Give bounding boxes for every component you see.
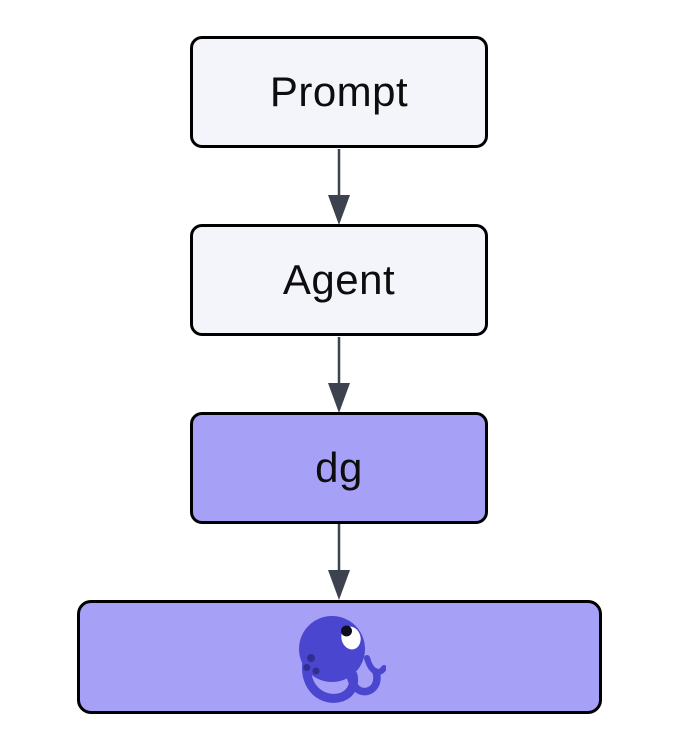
octopus-icon: [298, 616, 386, 703]
edge-dg-to-octopus: [328, 524, 350, 600]
node-prompt: Prompt: [190, 36, 488, 148]
node-dg: dg: [190, 412, 488, 524]
node-prompt-label: Prompt: [269, 68, 409, 115]
arrowhead-down-icon: [328, 383, 350, 413]
arrowhead-down-icon: [328, 570, 350, 600]
node-octopus: [77, 600, 602, 714]
arrowhead-down-icon: [328, 195, 350, 225]
edge-prompt-to-agent: [328, 149, 350, 225]
node-dg-label: dg: [315, 444, 363, 491]
node-agent: Agent: [190, 224, 488, 336]
edge-agent-to-dg: [328, 337, 350, 413]
node-agent-label: Agent: [282, 256, 396, 303]
